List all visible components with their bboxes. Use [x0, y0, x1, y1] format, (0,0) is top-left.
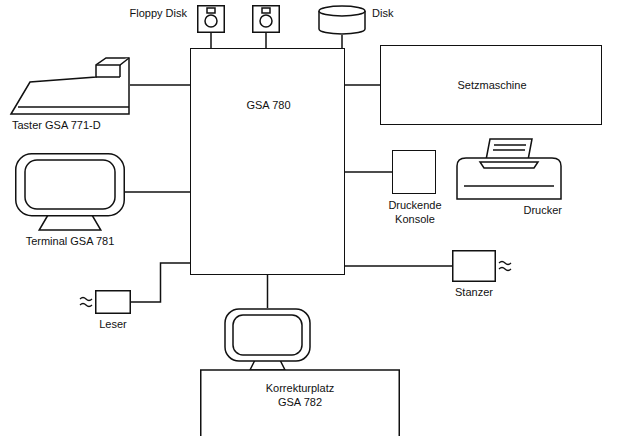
node-label: Stanzer: [455, 286, 493, 300]
tape-wave: [499, 262, 511, 271]
monitor-screen: [233, 315, 302, 355]
connector-line: [345, 84, 380, 86]
reader-device: Leser: [95, 290, 131, 314]
punch-device: Stanzer: [452, 250, 496, 282]
connector-line: [130, 84, 190, 86]
disk-drive: Disk: [318, 5, 366, 35]
floppy-outline: [253, 6, 280, 33]
keyboard-device: Taster GSA 771-D: [10, 55, 130, 115]
node-label: Taster GSA 771-D: [12, 119, 101, 133]
node-label: Druckende Konsole: [373, 199, 457, 227]
printer-slot: [464, 185, 554, 187]
floppy-drive-shape: [197, 5, 225, 33]
reader-device-shape: [95, 290, 131, 314]
terminal-device-shape: [15, 153, 125, 231]
printer-text-lines: [493, 145, 526, 150]
tape-wave: [80, 298, 92, 307]
connector-line: [125, 191, 190, 193]
node-label: GSA 780: [246, 99, 290, 113]
connector-line: [341, 35, 343, 48]
terminal-base: [39, 215, 101, 230]
node-label: Terminal GSA 781: [26, 235, 115, 249]
floppy-hub: [205, 15, 217, 27]
disk-drive-shape: [318, 5, 366, 35]
monitor-housing: [225, 309, 310, 361]
printer-body: [457, 158, 561, 199]
printer-device: Drucker: [456, 138, 562, 200]
reader-box: [96, 291, 131, 314]
proof-station: Korrekturplatz GSA 782: [200, 308, 400, 436]
punch-device-shape: [452, 250, 496, 282]
disk-top: [319, 6, 365, 16]
punch-box: [453, 251, 496, 282]
connector-line: [345, 171, 392, 173]
central-unit-box: GSA 780: [190, 48, 345, 275]
node-label: Disk: [372, 7, 393, 21]
connector-line: [210, 33, 212, 48]
connector-line: [131, 263, 190, 302]
terminal-device: Terminal GSA 781: [15, 153, 125, 231]
terminal-housing: [16, 154, 125, 216]
floppy-drive: Floppy Disk: [197, 5, 225, 33]
connector-line: [345, 265, 452, 267]
floppy-hub: [260, 15, 272, 27]
desk-box: [201, 370, 400, 436]
keyboard-front: [18, 106, 129, 108]
node-label: Leser: [99, 318, 127, 332]
printer-feed: [480, 162, 538, 168]
floppy-wire: [265, 33, 267, 48]
typesetter-box: Setzmaschine: [380, 45, 602, 125]
proof-station-shape: [200, 308, 400, 436]
floppy-outline: [198, 6, 225, 33]
keyboard-outline: [11, 58, 129, 114]
terminal-screen: [25, 160, 115, 209]
node-label: Korrekturplatz GSA 782: [255, 382, 345, 410]
console-box: Druckende Konsole: [392, 150, 436, 194]
printer-paper: [486, 139, 532, 160]
printer-device-shape: [456, 138, 562, 200]
node-label: Setzmaschine: [457, 79, 526, 93]
floppy-drive-icon: [253, 6, 280, 33]
keyboard-edge: [96, 65, 120, 77]
node-label: Drucker: [523, 204, 562, 218]
keyboard-device-shape: [10, 55, 130, 115]
node-label: Floppy Disk: [130, 7, 187, 21]
floppy-slot: [207, 8, 215, 13]
connector-line: [267, 275, 269, 308]
floppy-slot: [262, 8, 270, 13]
keyboard-top: [96, 58, 129, 65]
